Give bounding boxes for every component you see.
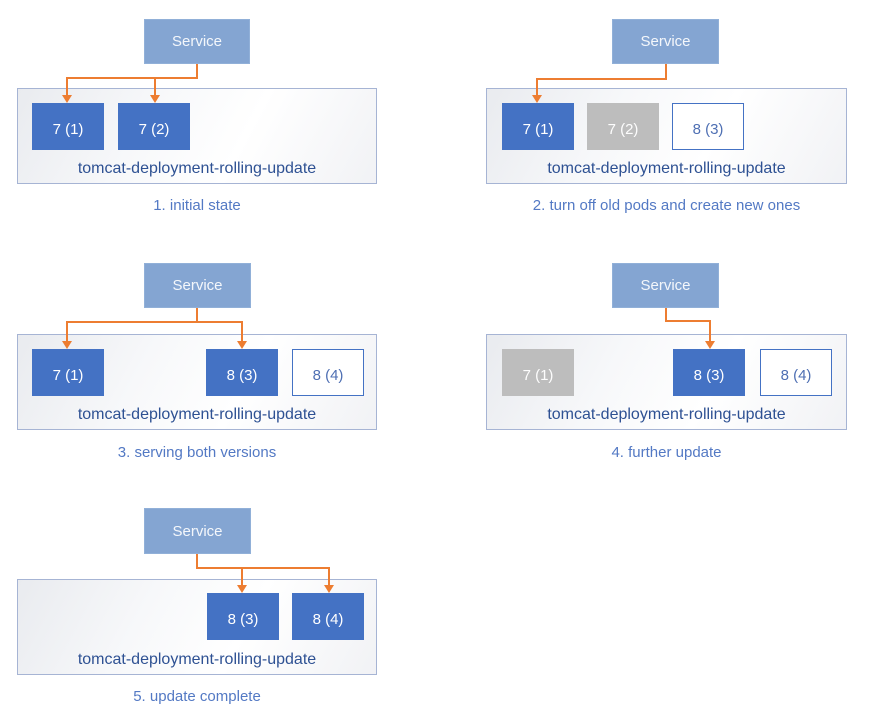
service-label: Service xyxy=(171,33,223,50)
arrow-stem xyxy=(196,308,198,323)
service-box: Service xyxy=(612,19,719,64)
arrowhead-down-icon xyxy=(62,95,72,103)
arrow-line xyxy=(66,77,198,79)
arrow-stem xyxy=(196,554,198,569)
arrow-stem xyxy=(665,308,667,322)
service-box: Service xyxy=(612,263,719,308)
service-label: Service xyxy=(640,33,691,50)
pod-8-3: 8 (3) xyxy=(206,349,278,396)
arrow-line xyxy=(328,567,330,585)
deployment-label: tomcat-deployment-rolling-update xyxy=(77,160,317,177)
pod-7-2: 7 (2) xyxy=(587,103,659,150)
service-label: Service xyxy=(172,522,223,540)
pod-7-1: 7 (1) xyxy=(32,349,104,396)
service-box: Service xyxy=(144,263,251,308)
panel-caption: 5. update complete xyxy=(133,688,261,705)
arrowhead-down-icon xyxy=(705,341,715,349)
panel-caption: 2. turn off old pods and create new ones xyxy=(532,197,801,214)
arrowhead-down-icon xyxy=(62,341,72,349)
arrow-line xyxy=(536,78,667,80)
arrowhead-down-icon xyxy=(237,341,247,349)
arrowhead-down-icon xyxy=(150,95,160,103)
arrow-line xyxy=(196,567,330,569)
arrow-line xyxy=(66,77,68,95)
panel-caption: 3. serving both versions xyxy=(117,444,277,461)
pod-8-3: 8 (3) xyxy=(673,349,745,396)
pod-8-4: 8 (4) xyxy=(760,349,832,396)
service-box: Service xyxy=(144,508,251,554)
pod-8-3: 8 (3) xyxy=(207,593,279,640)
pod-8-4: 8 (4) xyxy=(292,593,364,640)
arrowhead-down-icon xyxy=(324,585,334,593)
arrow-line xyxy=(536,78,538,95)
arrow-stem xyxy=(665,64,667,80)
service-box: Service xyxy=(144,19,250,64)
panel-caption: 1. initial state xyxy=(153,197,241,214)
service-label: Service xyxy=(640,277,691,294)
pod-7-1: 7 (1) xyxy=(502,103,574,150)
arrowhead-down-icon xyxy=(237,585,247,593)
deployment-label: tomcat-deployment-rolling-update xyxy=(77,651,317,668)
arrow-line xyxy=(241,567,243,585)
deployment-label: tomcat-deployment-rolling-update xyxy=(547,160,786,177)
pod-8-3: 8 (3) xyxy=(672,103,744,150)
pod-7-1: 7 (1) xyxy=(32,103,104,150)
arrow-line xyxy=(66,321,68,341)
arrow-line xyxy=(241,321,243,341)
panel-caption: 4. further update xyxy=(611,444,722,461)
arrow-line xyxy=(665,320,711,322)
pod-8-4: 8 (4) xyxy=(292,349,364,396)
pod-7-2: 7 (2) xyxy=(118,103,190,150)
deployment-label: tomcat-deployment-rolling-update xyxy=(547,406,786,423)
pod-7-1: 7 (1) xyxy=(502,349,574,396)
arrow-stem xyxy=(196,64,198,78)
arrowhead-down-icon xyxy=(532,95,542,103)
arrow-line xyxy=(66,321,243,323)
deployment-label: tomcat-deployment-rolling-update xyxy=(77,406,317,423)
service-label: Service xyxy=(172,277,223,294)
arrow-line xyxy=(709,320,711,341)
arrow-line xyxy=(154,77,156,95)
